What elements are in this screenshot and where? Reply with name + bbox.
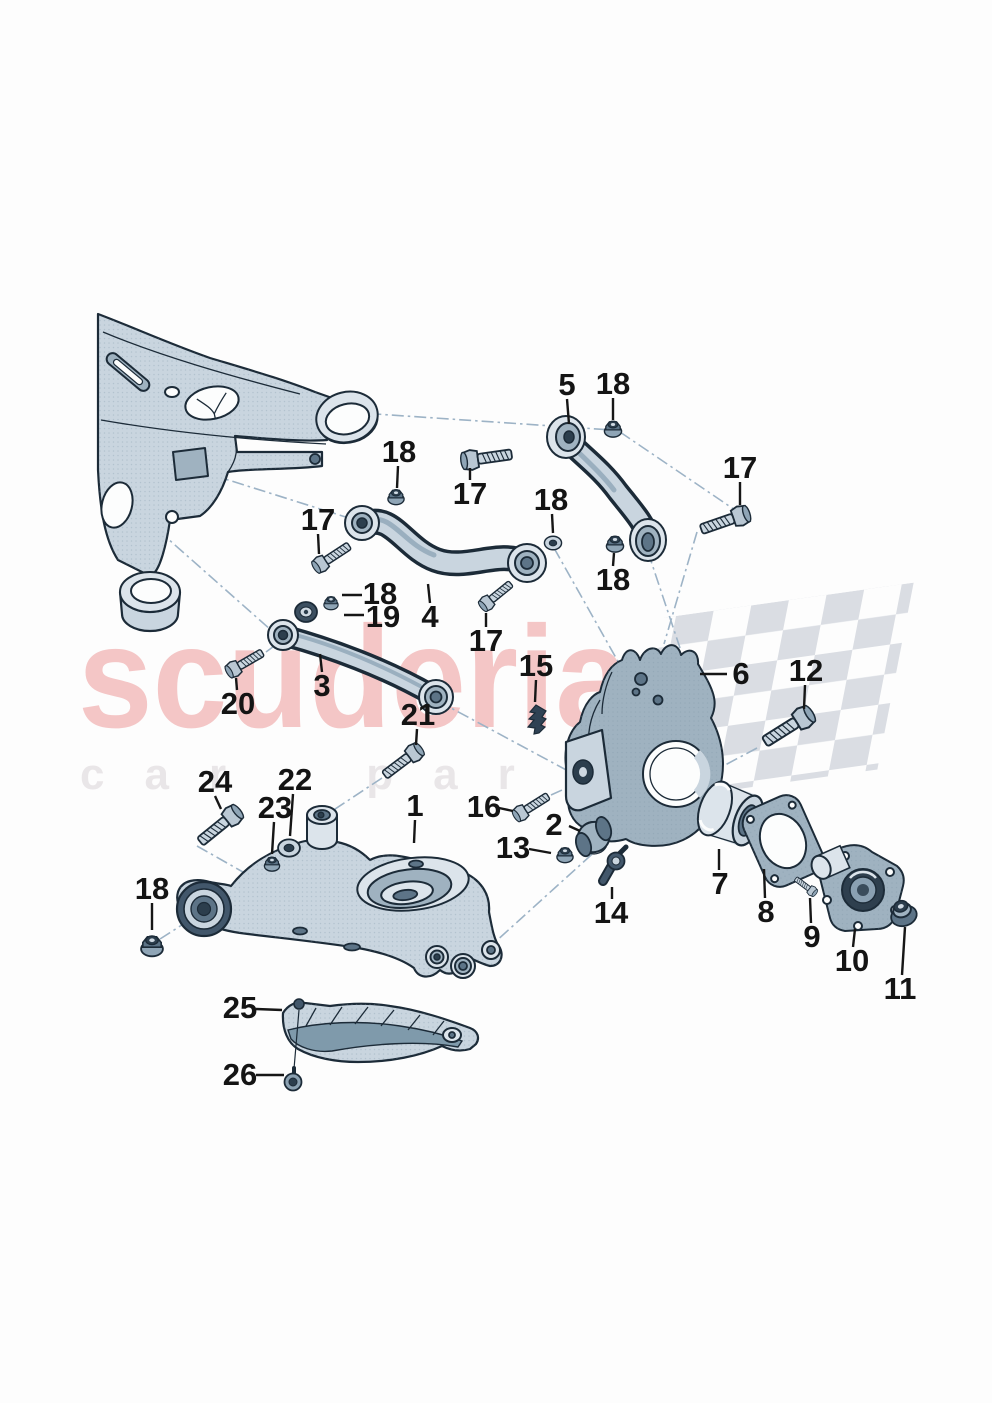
callout-17a: 17 bbox=[453, 476, 487, 511]
callout-labels: 5 18 17 17 18 17 18 18 17 4 18 19 3 20 1… bbox=[135, 366, 917, 1092]
part-bushing-19 bbox=[294, 601, 318, 623]
callout-23: 23 bbox=[258, 790, 292, 825]
part-wheel-carrier-6 bbox=[564, 644, 724, 847]
callout-24: 24 bbox=[198, 764, 233, 799]
callout-14: 14 bbox=[594, 895, 629, 930]
part-washer-22 bbox=[277, 838, 301, 858]
callout-18a: 18 bbox=[596, 366, 630, 401]
callout-5: 5 bbox=[558, 367, 575, 402]
part-screw-26 bbox=[283, 1066, 303, 1092]
callout-13: 13 bbox=[496, 830, 530, 865]
part-washer-18-mid bbox=[543, 535, 563, 551]
part-lower-control-arm-1 bbox=[175, 805, 503, 979]
callout-9: 9 bbox=[803, 919, 820, 954]
callout-20: 20 bbox=[221, 686, 255, 721]
part-bolt-17-mid bbox=[458, 443, 514, 473]
part-nut-18-right bbox=[605, 535, 625, 553]
part-bolt-17-left bbox=[308, 538, 355, 577]
callout-4: 4 bbox=[421, 599, 439, 634]
callout-18c: 18 bbox=[534, 482, 568, 517]
callout-18e: 18 bbox=[363, 576, 397, 611]
part-wheel-hub-10 bbox=[810, 844, 905, 932]
callout-15: 15 bbox=[519, 648, 553, 683]
callout-6: 6 bbox=[732, 656, 749, 691]
callout-18f: 18 bbox=[135, 871, 169, 906]
watermark-subtitle: car par bbox=[80, 750, 555, 799]
part-nut-18-lower bbox=[140, 934, 164, 958]
callout-10: 10 bbox=[835, 943, 869, 978]
part-upper-arm-4 bbox=[344, 505, 547, 583]
part-bearing-plate-8 bbox=[741, 794, 825, 888]
part-subframe bbox=[96, 312, 379, 633]
callout-17d: 17 bbox=[469, 623, 503, 658]
part-clip-15 bbox=[526, 704, 547, 735]
callout-22: 22 bbox=[278, 762, 312, 797]
callout-18b: 18 bbox=[382, 434, 416, 469]
part-speed-sensor-14 bbox=[598, 844, 629, 886]
callout-12: 12 bbox=[789, 653, 823, 688]
part-bolt-17-right bbox=[697, 502, 754, 540]
callout-leader-lines bbox=[150, 398, 907, 1077]
part-upper-link-5 bbox=[546, 415, 667, 562]
part-hub-nut-11 bbox=[890, 899, 918, 928]
callout-21: 21 bbox=[401, 697, 435, 732]
callout-17c: 17 bbox=[301, 502, 335, 537]
callout-25: 25 bbox=[223, 990, 257, 1025]
callout-26: 26 bbox=[223, 1057, 257, 1092]
part-nut-18-top bbox=[603, 420, 623, 438]
callout-7: 7 bbox=[711, 866, 728, 901]
part-nut-18-arm4 bbox=[387, 488, 405, 506]
callout-17b: 17 bbox=[723, 450, 757, 485]
callout-2: 2 bbox=[545, 807, 562, 842]
callout-16: 16 bbox=[467, 789, 501, 824]
part-screw-9 bbox=[792, 874, 820, 899]
callout-8: 8 bbox=[757, 894, 774, 929]
callout-1: 1 bbox=[406, 788, 423, 823]
part-track-rod-3 bbox=[267, 619, 454, 715]
part-bushing-2 bbox=[574, 816, 613, 858]
part-cover-25 bbox=[281, 998, 480, 1070]
callout-11: 11 bbox=[884, 971, 917, 1006]
callout-19: 19 bbox=[366, 599, 400, 634]
callout-18d: 18 bbox=[596, 562, 630, 597]
callout-3: 3 bbox=[313, 668, 330, 703]
part-nut-13 bbox=[556, 846, 574, 864]
